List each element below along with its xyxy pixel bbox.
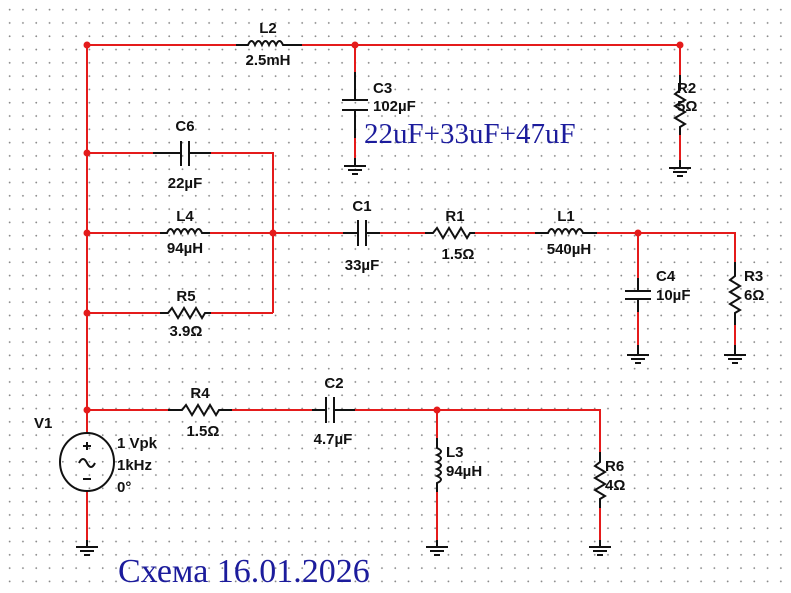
V1-phase: 0° <box>117 479 131 496</box>
resistor-R3[interactable]: R3 6Ω <box>728 262 764 325</box>
ground-icon <box>344 158 366 175</box>
C1-value: 33µF <box>345 257 380 274</box>
inductor-L1[interactable]: L1 540µH <box>535 208 597 258</box>
L3-value: 94µH <box>446 463 482 480</box>
c3-annotation: 22uF+33uF+47uF <box>364 118 576 150</box>
R4-ref: R4 <box>190 385 210 402</box>
C3-ref: C3 <box>373 80 392 97</box>
V1-frequency: 1kHz <box>117 457 152 474</box>
R2-ref: R2 <box>677 80 696 97</box>
R6-ref: R6 <box>605 458 624 475</box>
resistor-R4[interactable]: R4 1.5Ω <box>168 385 232 440</box>
resistor-R1[interactable]: R1 1.5Ω <box>425 208 475 263</box>
C6-value: 22µF <box>168 175 203 192</box>
C4-value: 10µF <box>656 287 691 304</box>
ground-icon <box>76 540 98 556</box>
junctions <box>83 41 684 414</box>
R2-value: 5Ω <box>677 98 697 115</box>
L1-value: 540µH <box>547 241 592 258</box>
C1-ref: C1 <box>352 198 371 215</box>
L2-value: 2.5mH <box>245 52 290 69</box>
ac-voltage-source-V1[interactable]: V1 1 Vpk 1kHz 0° <box>34 415 158 496</box>
R6-value: 4Ω <box>605 477 625 494</box>
R5-ref: R5 <box>176 288 195 305</box>
V1-amplitude: 1 Vpk <box>117 435 158 452</box>
R5-value: 3.9Ω <box>170 323 203 340</box>
V1-ref: V1 <box>34 415 52 432</box>
C2-ref: C2 <box>324 375 343 392</box>
capacitor-C6[interactable]: C6 22µF <box>153 118 211 192</box>
inductor-L3[interactable]: L3 94µH <box>434 438 482 492</box>
C6-ref: C6 <box>175 118 194 135</box>
ground-icon <box>669 160 691 177</box>
C3-value: 102µF <box>373 98 416 115</box>
capacitor-C4[interactable]: C4 10µF <box>625 268 691 312</box>
inductor-L2[interactable]: L2 2.5mH <box>236 20 302 69</box>
ground-icon <box>627 345 649 364</box>
inductor-L4[interactable]: L4 94µH <box>160 208 210 257</box>
L3-ref: L3 <box>446 444 464 461</box>
ground-icon <box>426 540 448 556</box>
R1-value: 1.5Ω <box>442 246 475 263</box>
capacitor-C2[interactable]: C2 4.7µF <box>312 375 355 448</box>
resistor-R5[interactable]: R5 3.9Ω <box>160 288 211 340</box>
ground-icon <box>724 345 746 364</box>
ground-icon <box>589 540 611 556</box>
R1-ref: R1 <box>445 208 464 225</box>
R3-value: 6Ω <box>744 287 764 304</box>
wires <box>86 44 736 540</box>
R3-ref: R3 <box>744 268 763 285</box>
L1-ref: L1 <box>557 208 575 225</box>
schematic-caption: Схема 16.01.2026 <box>118 553 370 590</box>
resistor-R2[interactable]: R2 5Ω <box>673 75 697 135</box>
C2-value: 4.7µF <box>314 431 353 448</box>
R4-value: 1.5Ω <box>187 423 220 440</box>
L4-value: 94µH <box>167 240 203 257</box>
L4-ref: L4 <box>176 208 194 225</box>
capacitor-C1[interactable]: C1 33µF <box>343 198 380 274</box>
capacitor-C3[interactable]: C3 102µF <box>342 72 416 138</box>
C4-ref: C4 <box>656 268 676 285</box>
L2-ref: L2 <box>259 20 277 37</box>
resistor-R6[interactable]: R6 4Ω <box>593 452 625 508</box>
